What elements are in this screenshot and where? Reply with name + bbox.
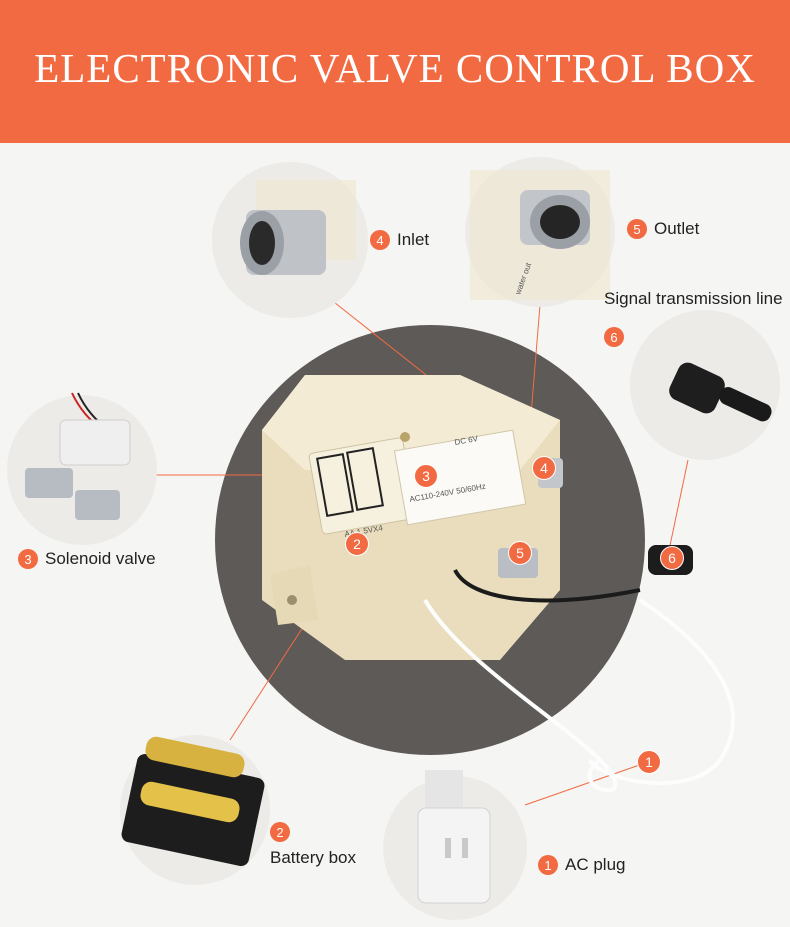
inlet-text: Inlet: [397, 230, 430, 249]
signal-line-number-badge: 6: [604, 327, 624, 347]
leader-signal: [667, 459, 689, 556]
acplug-text: AC plug: [565, 855, 626, 874]
signal-connector: [669, 362, 772, 422]
ac-plug: [417, 770, 491, 904]
acplug-number-badge: 1: [538, 855, 558, 875]
solenoid-text: Solenoid valve: [45, 549, 156, 568]
marker-5: 5: [508, 541, 532, 565]
outlet-text: Outlet: [654, 219, 700, 238]
solenoid-number-badge: 3: [18, 549, 38, 569]
label-ac-plug: 1 AC plug: [538, 855, 625, 875]
label-solenoid: 3 Solenoid valve: [18, 549, 156, 569]
solenoid-valve: [25, 392, 131, 520]
inlet-number-badge: 4: [370, 230, 390, 250]
dc-label: DC 6V: [454, 434, 479, 447]
marker-3: 3: [414, 464, 438, 488]
leader-acplug: [524, 761, 649, 806]
outlet-number-badge: 5: [627, 219, 647, 239]
battery-box: [121, 736, 265, 867]
marker-2: 2: [345, 532, 369, 556]
signal-line-text: Signal transmission line: [604, 289, 783, 308]
label-battery: 2 Battery box: [270, 822, 356, 868]
inlet-fitting: [240, 210, 326, 275]
title-banner: ELECTRONIC VALVE CONTROL BOX: [0, 0, 790, 143]
battery-text: Battery box: [270, 848, 356, 867]
label-signal-line: Signal transmission line 6: [604, 289, 783, 347]
label-outlet: 5 Outlet: [627, 219, 699, 239]
marker-4: 4: [532, 456, 556, 480]
label-inlet: 4 Inlet: [370, 230, 429, 250]
marker-1: 1: [637, 750, 661, 774]
marker-6: 6: [660, 546, 684, 570]
outlet-fitting: water out: [513, 190, 590, 297]
page-title: ELECTRONIC VALVE CONTROL BOX: [34, 44, 756, 91]
battery-number-badge: 2: [270, 822, 290, 842]
